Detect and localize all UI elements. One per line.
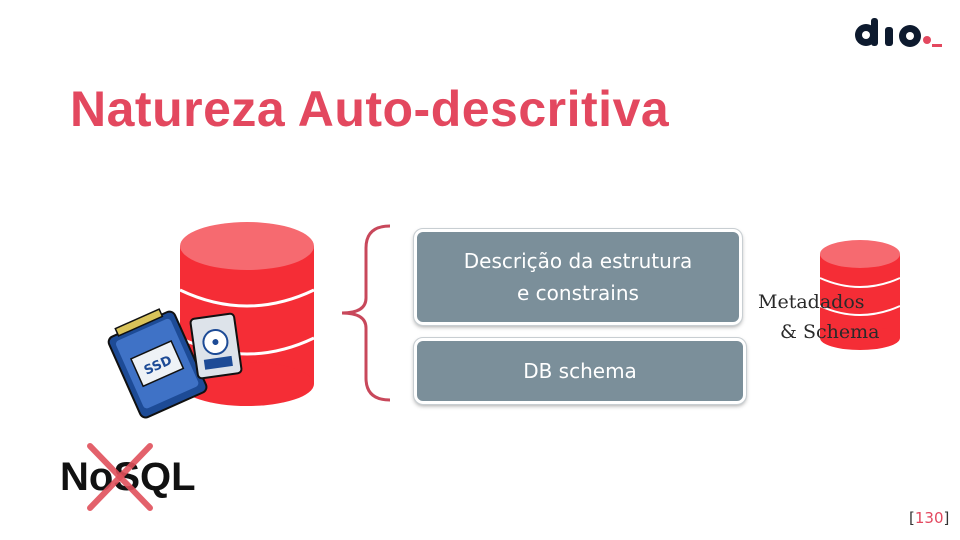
- dio-logo: [855, 18, 942, 47]
- brace: [341, 224, 391, 402]
- db-schema-box: DB schema: [413, 337, 747, 405]
- page-number: [130]: [909, 509, 950, 527]
- small-database-icon: [819, 240, 901, 350]
- hdd-icon: [189, 312, 243, 380]
- metadata-label: Metadados & Schema: [758, 291, 880, 343]
- nosql-label: NoSQL: [60, 455, 196, 499]
- slide-title: Natureza Auto-descritiva: [70, 81, 670, 137]
- ssd-icon: SSD: [107, 308, 208, 419]
- cross-icon: [87, 443, 153, 511]
- database-icon: [179, 222, 315, 406]
- structure-description-box: Descrição da estrutura e constrains: [413, 228, 743, 326]
